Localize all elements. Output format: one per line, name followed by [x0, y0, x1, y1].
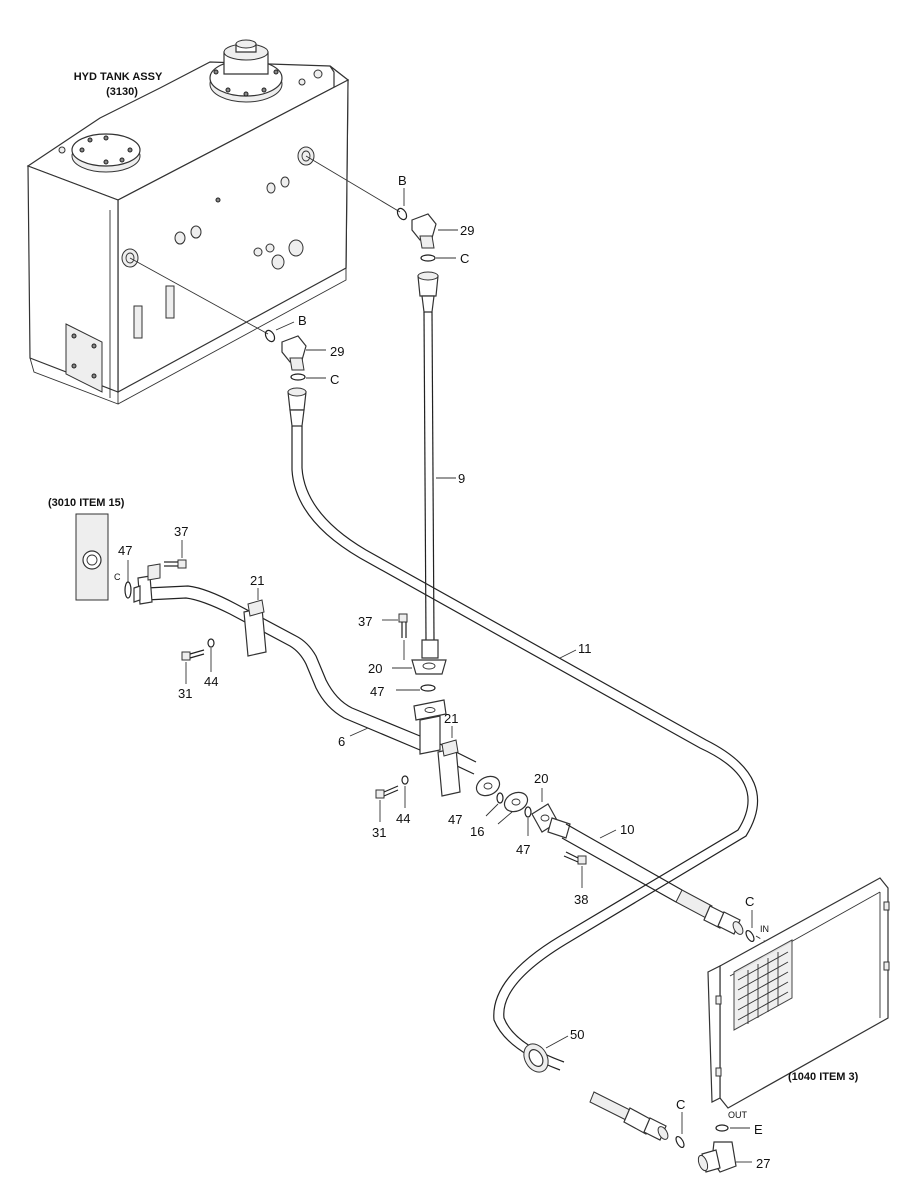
hose-10	[547, 817, 744, 935]
washer-44-left	[207, 638, 215, 648]
oring-c-out	[675, 1135, 685, 1149]
valve-ref-caption: (3010 ITEM 15)	[48, 497, 125, 509]
callout-e: E	[754, 1122, 763, 1137]
callout-11: 11	[578, 641, 592, 656]
oil-cooler	[707, 877, 890, 1109]
oring-47-lower-a	[496, 792, 504, 804]
callout-20-lower: 20	[534, 771, 548, 786]
callout-31-left: 31	[178, 686, 192, 701]
valve-block	[75, 513, 109, 601]
callout-38: 38	[574, 892, 588, 907]
lower-elbow-fitting	[129, 257, 307, 381]
callout-c-upper: C	[460, 251, 469, 266]
callout-31-right: 31	[372, 825, 386, 840]
bolt-38	[563, 851, 587, 865]
callout-47-lower-b: 47	[516, 842, 530, 857]
callout-16: 16	[470, 824, 484, 839]
callout-29-lower: 29	[330, 344, 344, 359]
hose-11	[287, 387, 759, 1071]
bolt-37-mid	[398, 613, 408, 638]
callout-20-mid: 20	[368, 661, 382, 676]
adapter-16	[503, 791, 529, 813]
hose-11-end-fitting	[589, 1091, 669, 1141]
upper-elbow-fitting	[305, 155, 437, 262]
grommet-50	[523, 1043, 549, 1073]
callout-47-lower-a: 47	[448, 812, 462, 827]
callout-27: 27	[756, 1156, 770, 1171]
cooler-out-label: OUT	[728, 1110, 748, 1120]
flange-20-mid	[411, 659, 447, 675]
elbow-27	[697, 1141, 737, 1173]
cooler-ref-caption: (1040 ITEM 3)	[788, 1071, 859, 1083]
callout-21-left: 21	[250, 573, 264, 588]
tank-ref-caption: (3130)	[106, 86, 138, 98]
tube-tee-block	[413, 699, 447, 755]
oring-e	[715, 1124, 729, 1132]
callout-47-valve: 47	[118, 543, 132, 558]
callout-21-right: 21	[444, 711, 458, 726]
callout-9: 9	[458, 471, 465, 486]
oring-47-mid	[420, 684, 436, 692]
oring-c-in	[745, 929, 755, 943]
callout-47-mid: 47	[370, 684, 384, 699]
callout-44-left: 44	[204, 674, 218, 689]
callout-b-upper: B	[398, 173, 407, 188]
tank-name-caption: HYD TANK ASSY	[74, 71, 163, 83]
hose-9	[417, 271, 439, 659]
washer-44-right	[401, 775, 409, 785]
bolt-37-valve	[164, 559, 187, 569]
callout-37-mid: 37	[358, 614, 372, 629]
callout-29-upper: 29	[460, 223, 474, 238]
tube-6-end-flange	[475, 775, 501, 797]
clamp-21-left	[243, 599, 267, 657]
callout-c-out: C	[676, 1097, 685, 1112]
callout-b-lower: B	[298, 313, 307, 328]
oring-47-valve	[124, 581, 132, 599]
tube-6	[133, 563, 477, 775]
callout-44-right: 44	[396, 811, 410, 826]
callout-c-lower: C	[330, 372, 339, 387]
callout-37-valve: 37	[174, 524, 188, 539]
valve-port-c-label: C	[114, 572, 121, 582]
clamp-21-right	[437, 739, 461, 797]
callout-50: 50	[570, 1027, 584, 1042]
cooler-in-label: IN	[760, 924, 769, 934]
callout-6: 6	[338, 734, 345, 749]
callout-c-in: C	[745, 894, 754, 909]
bolt-31-left	[181, 649, 205, 661]
bolt-31-right	[375, 785, 399, 799]
callout-10: 10	[620, 822, 634, 837]
oring-47-lower-b	[524, 806, 532, 818]
